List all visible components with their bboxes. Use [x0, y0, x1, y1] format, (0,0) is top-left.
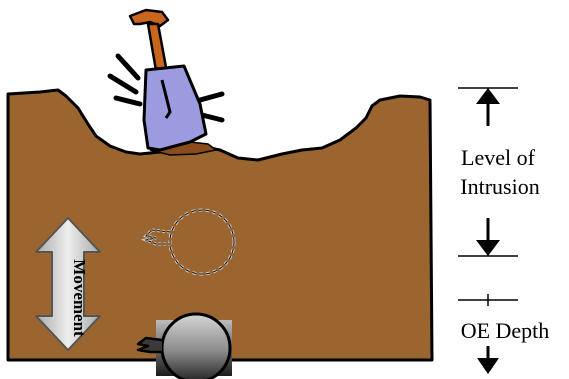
- shovel-icon: [110, 10, 222, 150]
- intrusion-label-line1: Level of: [461, 145, 536, 170]
- oe-depth-label: OE Depth: [461, 318, 550, 343]
- movement-label: Movement: [70, 259, 89, 337]
- intrusion-indicator: [458, 88, 518, 256]
- intrusion-label-line2: Intrusion: [460, 174, 539, 199]
